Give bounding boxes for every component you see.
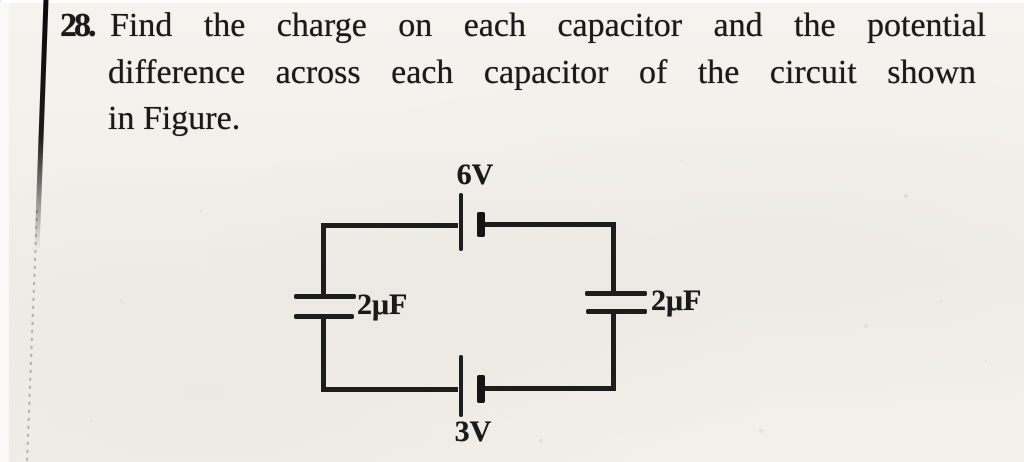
capacitor-right-top-plate: [585, 291, 647, 296]
question-text-line-1: Find the charge on each capacitor and th…: [110, 7, 986, 44]
left-page-fold-line: [34, 0, 49, 251]
battery-bottom-voltage-label: 3V: [454, 415, 492, 448]
page-top-edge: [0, 0, 1024, 3]
capacitor-right-bottom-plate: [586, 309, 647, 314]
capacitor-left-bottom-plate: [294, 314, 354, 319]
wire-right-upper-segment: [611, 222, 616, 293]
wire-top-left-segment: [321, 223, 458, 228]
wire-left-upper-segment: [321, 223, 326, 297]
capacitor-left-value-label: 2μF: [357, 288, 408, 321]
wire-left-lower-segment: [321, 315, 326, 392]
battery-bottom-positive-plate: [459, 355, 463, 417]
wire-top-right-segment: [483, 222, 616, 227]
battery-top-negative-plate: [477, 212, 485, 237]
battery-top-positive-plate: [459, 193, 463, 251]
wire-right-lower-segment: [611, 312, 616, 391]
battery-bottom-negative-plate: [477, 375, 485, 403]
capacitor-right-value-label: 2μF: [651, 284, 702, 317]
question-number: 28.: [60, 7, 97, 44]
capacitor-left-top-plate: [294, 294, 356, 299]
wire-bottom-right-segment: [482, 386, 616, 391]
left-page-fold-line-faded: [26, 209, 38, 462]
wire-bottom-left-segment: [321, 387, 458, 392]
scan-speckles: [0, 0, 2, 2]
question-text-line-2: difference across each capacitor of the …: [108, 54, 976, 91]
question-text-line-3: in Figure.: [108, 100, 241, 137]
battery-top-voltage-label: 6V: [456, 158, 494, 191]
page-left-margin: [0, 0, 9, 462]
